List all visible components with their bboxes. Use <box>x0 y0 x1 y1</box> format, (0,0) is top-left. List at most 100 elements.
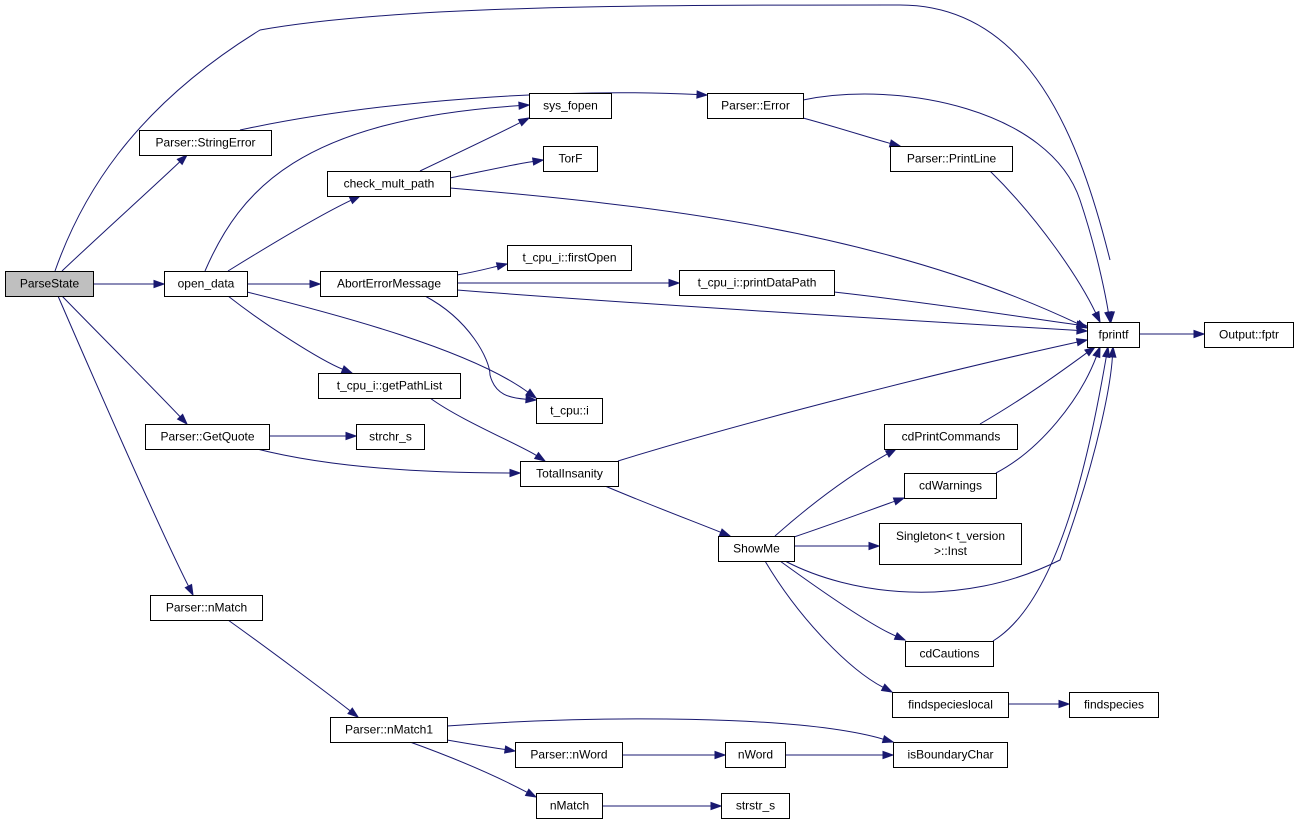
node-fprintf[interactable]: fprintf <box>1087 322 1140 348</box>
node-parsestate[interactable]: ParseState <box>5 271 94 297</box>
node-findspecieslocal[interactable]: findspecieslocal <box>892 692 1009 718</box>
arrowhead <box>525 388 538 399</box>
node-t-cpu-i-firstopen[interactable]: t_cpu_i::firstOpen <box>507 245 632 271</box>
arrowhead <box>710 801 723 811</box>
edge-parsestate-to-parser-stringerror <box>61 153 189 272</box>
node-parser-nword[interactable]: Parser::nWord <box>515 742 623 768</box>
edge-parser-getquote-to-totalinsanity <box>256 448 522 478</box>
edge-cdprintcommands-to-fprintf <box>979 346 1097 425</box>
node-isboundarychar[interactable]: isBoundaryChar <box>893 742 1008 768</box>
arrowhead <box>1076 326 1089 335</box>
node-t-cpu-i[interactable]: t_cpu::i <box>536 398 603 424</box>
edge-showme-to-singleton-t-version-inst <box>794 541 881 551</box>
node-parser-printline[interactable]: Parser::PrintLine <box>890 146 1013 172</box>
node-sys-fopen[interactable]: sys_fopen <box>529 93 612 119</box>
node-nword[interactable]: nWord <box>725 742 786 768</box>
arrowhead <box>1091 310 1101 324</box>
arrowhead <box>696 90 709 99</box>
arrowhead <box>1102 345 1111 359</box>
edge-line <box>54 4 1111 272</box>
arrowhead <box>1092 345 1101 359</box>
node-label: nMatch <box>550 799 589 813</box>
edge-line <box>204 105 520 272</box>
node-check-mult-path[interactable]: check_mult_path <box>327 171 451 197</box>
edge-line <box>449 187 1079 325</box>
node-box <box>543 146 598 172</box>
node-singleton-t-version-inst[interactable]: Singleton< t_version>::Inst <box>879 523 1022 565</box>
node-findspecies[interactable]: findspecies <box>1069 692 1159 718</box>
node-cdcautions[interactable]: cdCautions <box>905 641 994 667</box>
node-label: TotalInsanity <box>536 467 603 481</box>
node-t-cpu-i-getpathlist[interactable]: t_cpu_i::getPathList <box>318 373 461 399</box>
node-label: ShowMe <box>733 542 780 556</box>
edge-line <box>424 295 527 400</box>
node-label: Parser::PrintLine <box>907 152 997 166</box>
node-label: isBoundaryChar <box>907 748 993 762</box>
edge-showme-to-findspecieslocal <box>764 560 894 693</box>
arrowhead <box>1193 329 1206 339</box>
edge-line <box>604 485 721 533</box>
edge-line <box>61 295 181 418</box>
node-torf[interactable]: TorF <box>543 146 598 172</box>
node-box <box>529 93 612 119</box>
edge-line <box>764 560 884 688</box>
node-open-data[interactable]: open_data <box>164 271 248 297</box>
edge-line <box>61 161 181 272</box>
arrowhead <box>888 139 902 148</box>
edge-line <box>995 356 1097 474</box>
node-box <box>879 523 1022 565</box>
node-box <box>725 742 786 768</box>
node-box <box>507 245 632 271</box>
node-aborterrormessage[interactable]: AbortErrorMessage <box>320 271 458 297</box>
arrowhead <box>714 750 727 760</box>
node-label: Parser::nWord <box>530 748 607 762</box>
node-box <box>145 424 270 450</box>
node-parser-getquote[interactable]: Parser::GetQuote <box>145 424 270 450</box>
node-parser-error[interactable]: Parser::Error <box>707 93 804 119</box>
node-parser-stringerror[interactable]: Parser::StringError <box>139 130 272 156</box>
node-nmatch[interactable]: nMatch <box>536 793 603 819</box>
node-label: findspecies <box>1084 698 1144 712</box>
edge-parser-error-to-parser-printline <box>802 117 902 148</box>
edge-parser-stringerror-to-parser-error <box>239 90 709 131</box>
edge-aborterrormessage-to-fprintf <box>456 289 1089 335</box>
node-parser-nmatch[interactable]: Parser::nMatch <box>150 595 263 621</box>
node-parser-nmatch1[interactable]: Parser::nMatch1 <box>330 717 448 743</box>
node-showme[interactable]: ShowMe <box>718 536 795 562</box>
node-strchr-s[interactable]: strchr_s <box>356 424 425 450</box>
edge-showme-to-cdwarnings <box>793 497 906 538</box>
node-box <box>515 742 623 768</box>
arrowhead <box>176 153 189 166</box>
edge-showme-to-cdprintcommands <box>774 448 898 537</box>
node-label: cdPrintCommands <box>902 430 1001 444</box>
node-label: t_cpu_i::firstOpen <box>522 251 616 265</box>
node-box <box>892 692 1009 718</box>
node-totalinsanity[interactable]: TotalInsanity <box>520 461 619 487</box>
arrowhead <box>495 262 509 271</box>
edge-line <box>227 619 351 712</box>
node-label: Output::fptr <box>1219 328 1279 342</box>
node-box <box>536 793 603 819</box>
node-cdwarnings[interactable]: cdWarnings <box>904 473 997 499</box>
node-t-cpu-i-printdatapath[interactable]: t_cpu_i::printDataPath <box>679 270 835 296</box>
edge-cdwarnings-to-fprintf <box>995 345 1101 474</box>
edge-parser-error-to-fprintf <box>802 93 1113 324</box>
node-cdprintcommands[interactable]: cdPrintCommands <box>884 424 1018 450</box>
node-output-fptr[interactable]: Output::fptr <box>1204 322 1294 348</box>
edge-line <box>446 739 506 751</box>
edge-line <box>227 295 343 370</box>
edge-line <box>227 199 352 272</box>
edge-parser-nmatch1-to-nmatch <box>409 741 538 798</box>
node-strstr-s[interactable]: strstr_s <box>721 793 790 819</box>
node-box <box>150 595 263 621</box>
edge-aborterrormessage-to-t-cpu-i-firstopen <box>456 262 509 276</box>
node-label: Parser::nMatch1 <box>345 723 433 737</box>
edge-aborterrormessage-to-t-cpu-i <box>424 295 538 404</box>
node-label: t_cpu::i <box>550 404 589 418</box>
edge-aborterrormessage-to-t-cpu-i-printdatapath <box>456 278 681 288</box>
arrowhead <box>533 451 547 462</box>
edge-line <box>979 352 1088 425</box>
edge-line <box>429 397 537 457</box>
edge-line <box>833 291 1078 326</box>
arrowhead <box>668 278 681 288</box>
